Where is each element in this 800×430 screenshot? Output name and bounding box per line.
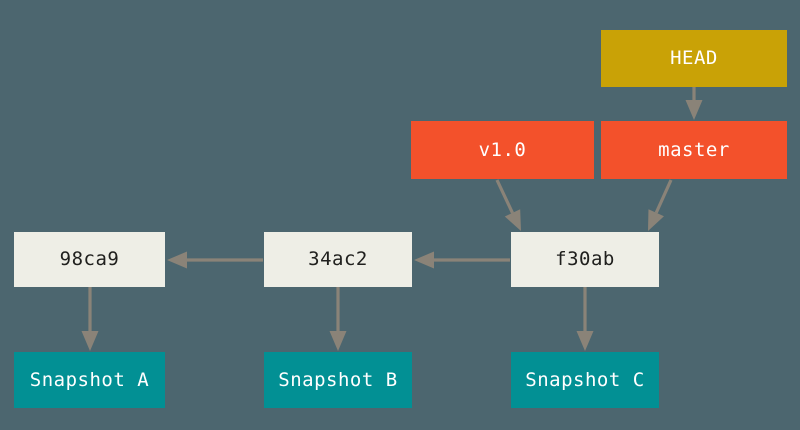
node-head: HEAD — [601, 30, 787, 87]
arrow-34ac2-to-snapshot-b — [329, 287, 347, 351]
node-commit-f30ab: f30ab — [511, 232, 659, 287]
node-snapshot-c: Snapshot C — [511, 352, 659, 408]
node-snapshot-b: Snapshot B — [264, 352, 412, 408]
arrow-head-to-master — [685, 87, 703, 120]
arrow-f30ab-to-snapshot-c — [576, 287, 594, 351]
arrow-98ca9-to-snapshot-a — [81, 287, 99, 351]
node-commit-34ac2: 34ac2 — [264, 232, 412, 287]
arrow-master-to-f30ab — [648, 179, 673, 231]
arrow-f30ab-to-34ac2 — [414, 251, 510, 269]
arrow-v10-to-f30ab — [495, 179, 521, 231]
node-snapshot-a: Snapshot A — [14, 352, 165, 408]
arrow-34ac2-to-98ca9 — [167, 251, 263, 269]
node-tag-v10: v1.0 — [411, 121, 594, 179]
node-commit-98ca9: 98ca9 — [14, 232, 165, 287]
node-branch-master: master — [601, 121, 787, 179]
